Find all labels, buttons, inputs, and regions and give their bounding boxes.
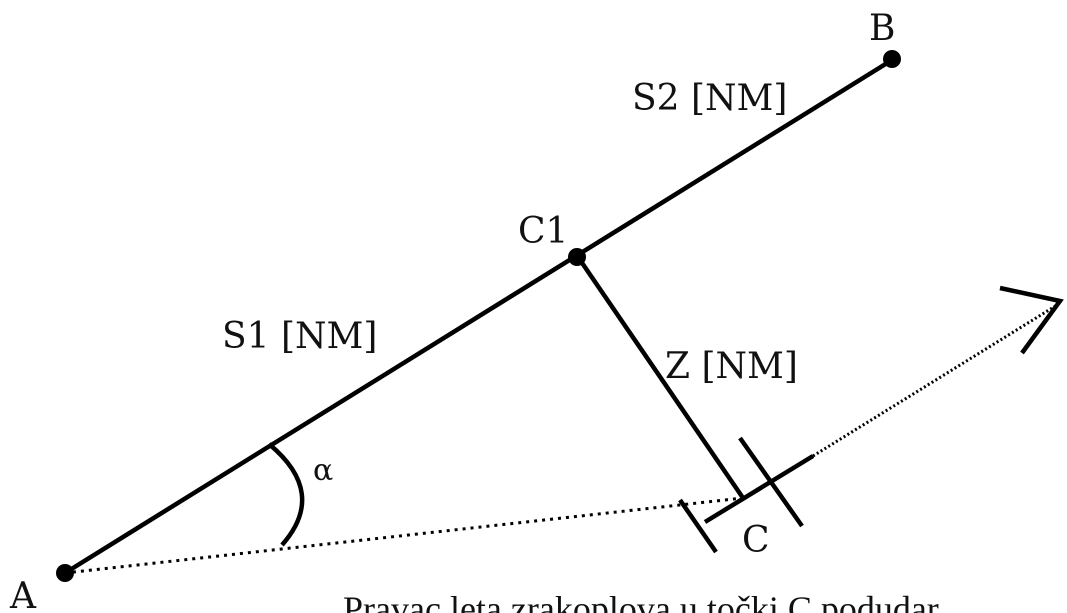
tick-mark-left <box>678 498 718 554</box>
label-point-a: A <box>9 576 37 613</box>
heading-line-solid <box>703 454 815 524</box>
dotted-line-a-c <box>64 496 744 575</box>
label-segment-s1: S1 [NM] <box>222 316 377 357</box>
label-point-c1: C1 <box>518 211 568 252</box>
line-a-b <box>63 58 894 575</box>
caption-text: Pravac leta zrakoplova u točki C podudar <box>343 589 939 613</box>
point-c1-dot <box>568 248 586 266</box>
line-c1-c <box>576 255 745 500</box>
arrowhead <box>999 285 1064 355</box>
label-segment-s2: S2 [NM] <box>632 78 787 119</box>
point-a-dot <box>56 564 74 582</box>
label-point-c: C <box>742 520 770 561</box>
angle-alpha-arc <box>267 442 305 547</box>
label-segment-z: Z [NM] <box>665 346 798 387</box>
point-b-dot <box>883 50 901 68</box>
label-angle-alpha: α <box>313 453 333 488</box>
tick-mark-right <box>738 436 804 528</box>
heading-line-dotted <box>812 303 1058 458</box>
label-point-b: B <box>869 8 895 49</box>
